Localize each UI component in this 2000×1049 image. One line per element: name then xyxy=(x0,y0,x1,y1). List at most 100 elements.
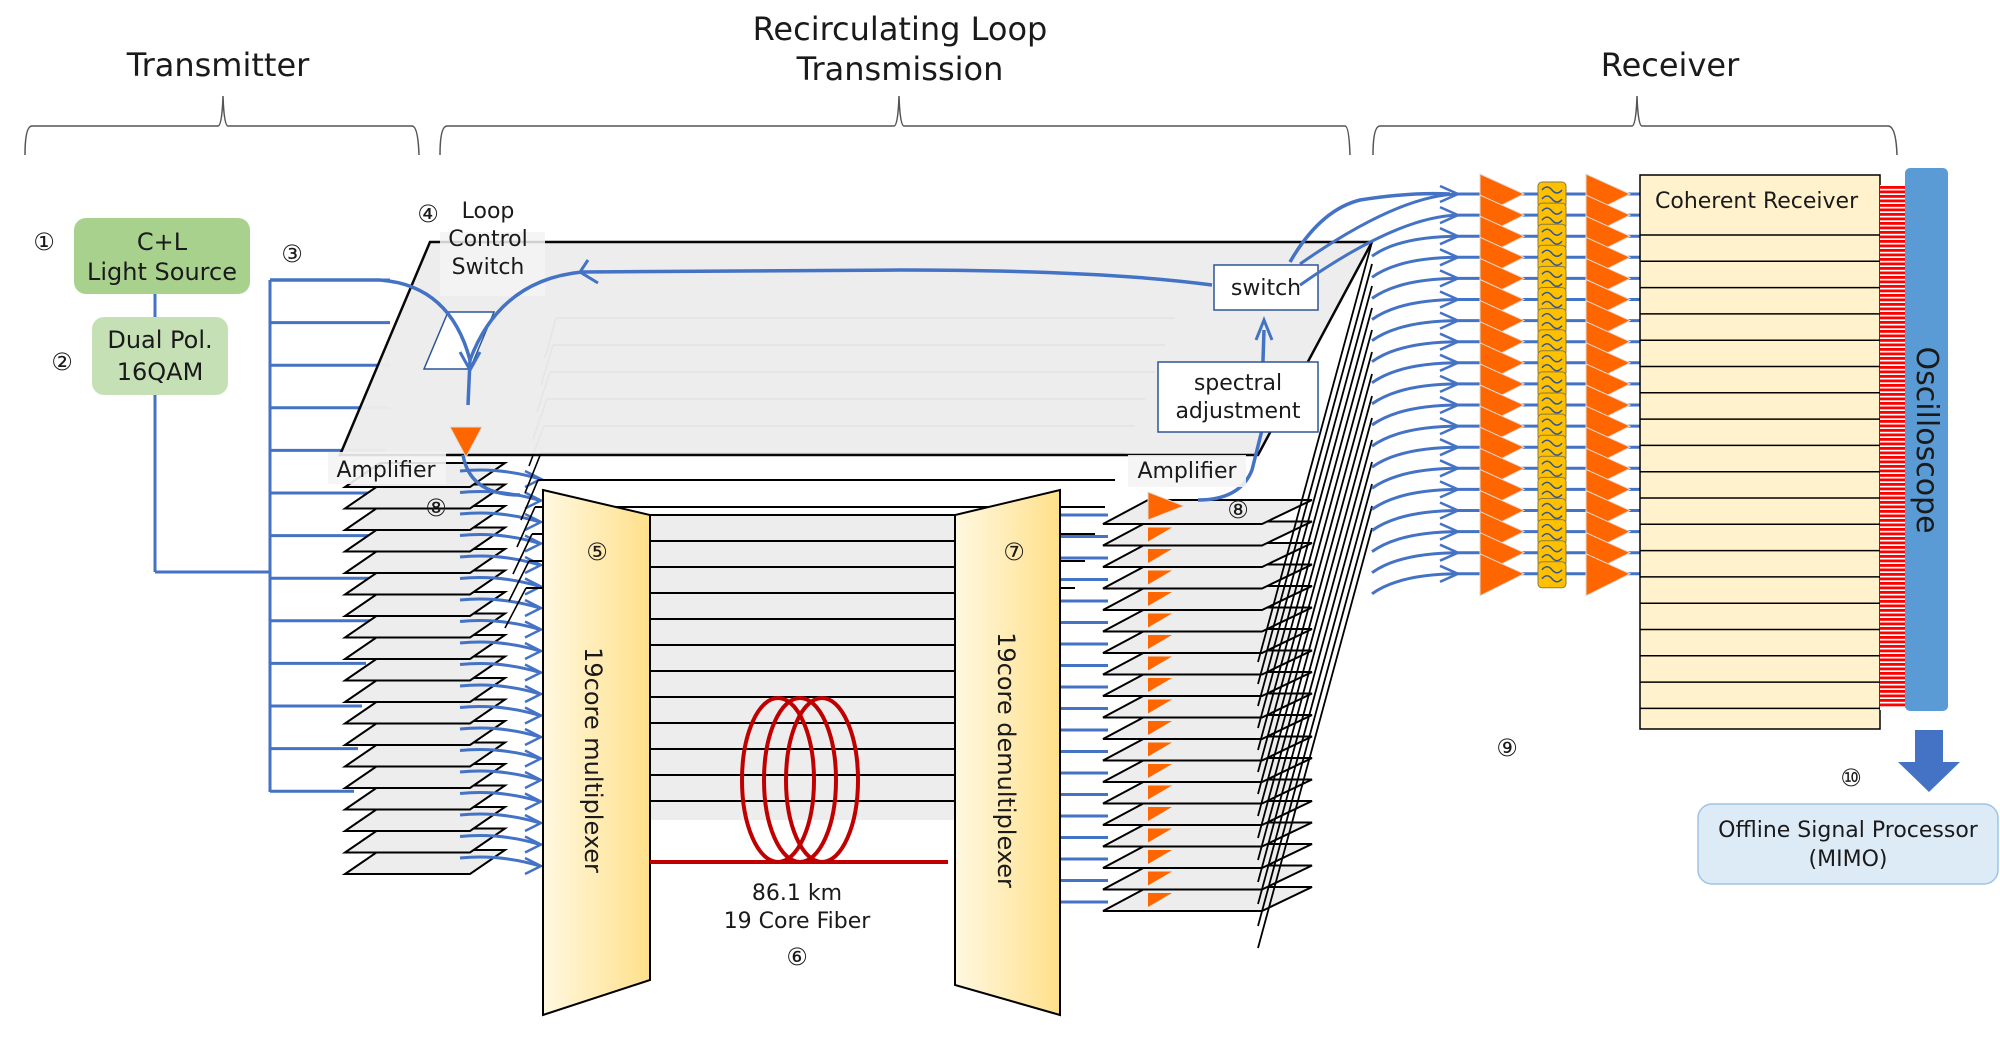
connector-wire xyxy=(1880,505,1905,509)
connector-wire xyxy=(1880,537,1905,540)
input-arrow-icon xyxy=(524,555,544,575)
connector-wire xyxy=(1880,280,1905,284)
rx-input-fiber xyxy=(1371,572,1480,596)
rx-arrow-icon xyxy=(1439,374,1462,394)
connector-wire xyxy=(1880,438,1905,441)
connector-wire xyxy=(1880,231,1905,234)
input-plane xyxy=(341,526,509,553)
rx-input-fiber xyxy=(1371,487,1480,511)
transmitter-brace xyxy=(24,95,420,156)
connector-wire xyxy=(1880,402,1905,405)
fiber-type: 19 Core Fiber xyxy=(724,909,872,934)
connector-wire xyxy=(1880,325,1905,329)
connector-wire xyxy=(1880,357,1905,360)
input-fiber xyxy=(459,640,541,653)
connector-wire xyxy=(1880,190,1905,194)
input-fiber xyxy=(459,533,541,545)
loop-plane-side xyxy=(1257,483,1373,905)
amplifier-icon xyxy=(1148,549,1172,563)
receiver-brace xyxy=(1372,95,1898,156)
modulator-line1: Dual Pol. xyxy=(107,326,212,354)
multiplexer-label: 19core multiplexer xyxy=(579,647,607,873)
connector-wire xyxy=(1880,375,1905,378)
loop-top-plane xyxy=(338,240,1375,457)
connector-wire xyxy=(1880,199,1905,203)
input-arrow-icon xyxy=(524,598,544,618)
connector-wire xyxy=(1880,384,1905,387)
loop-plane-side xyxy=(1257,285,1373,707)
connector-wire xyxy=(1880,285,1905,288)
connector-wire xyxy=(1880,514,1905,518)
filter-icon xyxy=(1537,561,1567,589)
core-plane-side xyxy=(504,587,527,629)
loop-control-switch: ④ Loop Control Switch xyxy=(417,199,545,370)
input-fiber xyxy=(459,662,541,674)
input-plane xyxy=(341,569,509,596)
output-plane xyxy=(1102,886,1313,912)
loop-plane-side xyxy=(1257,505,1373,927)
connector-wire xyxy=(1880,595,1905,599)
rx-arrow-icon xyxy=(1439,480,1462,499)
rx-arrow-icon xyxy=(1439,248,1462,267)
output-plane xyxy=(1102,671,1313,697)
filter-wave xyxy=(1541,481,1563,499)
input-fiber xyxy=(459,748,541,760)
rx-input-fiber xyxy=(1371,530,1480,553)
amplifier-icon xyxy=(1148,764,1172,778)
rx-arrow-icon xyxy=(1439,395,1462,415)
connector-wire xyxy=(1880,262,1905,266)
rx-arrow-icon xyxy=(1439,416,1462,436)
filter-wave xyxy=(1541,291,1563,309)
filter-wave xyxy=(1541,312,1563,330)
spectral-adjustment-box: spectral adjustment xyxy=(1157,361,1319,433)
connector-wire xyxy=(1880,222,1905,225)
rx-input-fiber xyxy=(1371,403,1480,427)
connector-wire xyxy=(1880,550,1905,554)
connector-wire xyxy=(1880,690,1905,693)
connector-wire xyxy=(1880,469,1905,473)
filter-wave xyxy=(1541,249,1563,267)
connector-wire xyxy=(1880,316,1905,320)
rx-input-fiber xyxy=(1371,509,1480,532)
rx-input-fiber xyxy=(1299,213,1480,287)
input-fiber xyxy=(459,576,541,588)
section-headers: Transmitter Recirculating Loop Transmiss… xyxy=(24,10,1898,156)
amplifier-icon xyxy=(1148,721,1172,735)
preamp-icon xyxy=(1479,553,1526,597)
amplifier-icon xyxy=(1148,850,1172,864)
connector-wire xyxy=(1880,276,1905,279)
connector-wire xyxy=(1880,604,1905,608)
input-plane xyxy=(341,548,509,574)
connector-wire xyxy=(1880,312,1905,315)
filter-wave xyxy=(1541,186,1563,203)
input-arrow-icon xyxy=(524,835,544,854)
connector-wire xyxy=(1880,406,1905,410)
marker-5: ⑤ xyxy=(586,538,608,566)
demultiplexer: ⑦ 19core demultiplexer xyxy=(954,488,1061,1017)
marker-1: ① xyxy=(33,228,55,256)
input-plane xyxy=(341,849,509,875)
input-plane xyxy=(341,612,509,639)
demultiplexer-label: 19core demultiplexer xyxy=(992,632,1020,888)
connector-wire xyxy=(1880,573,1905,576)
input-plane xyxy=(341,763,509,789)
rx-arrow-icon xyxy=(1439,459,1462,478)
rx-arrow-icon xyxy=(1439,205,1462,225)
light-source-box: C+L Light Source xyxy=(74,218,250,294)
spectral-line2: adjustment xyxy=(1175,399,1300,424)
connector-wire xyxy=(1880,622,1905,626)
amplifier-out-label: Amplifier xyxy=(1137,459,1237,484)
input-plane xyxy=(341,634,509,660)
light-source-line1: C+L xyxy=(137,228,188,256)
marker-2: ② xyxy=(51,348,73,376)
amplifier-in-icon xyxy=(449,426,483,459)
marker-8-out: ⑧ xyxy=(1227,496,1249,524)
output-plane-stack xyxy=(1060,241,1373,949)
input-fiber xyxy=(459,705,541,717)
filter-wave xyxy=(1541,397,1563,414)
filter-wave xyxy=(1541,270,1563,288)
connector-wire xyxy=(1880,235,1905,239)
connector-wire xyxy=(1880,307,1905,311)
input-arrow-icon xyxy=(524,770,544,790)
